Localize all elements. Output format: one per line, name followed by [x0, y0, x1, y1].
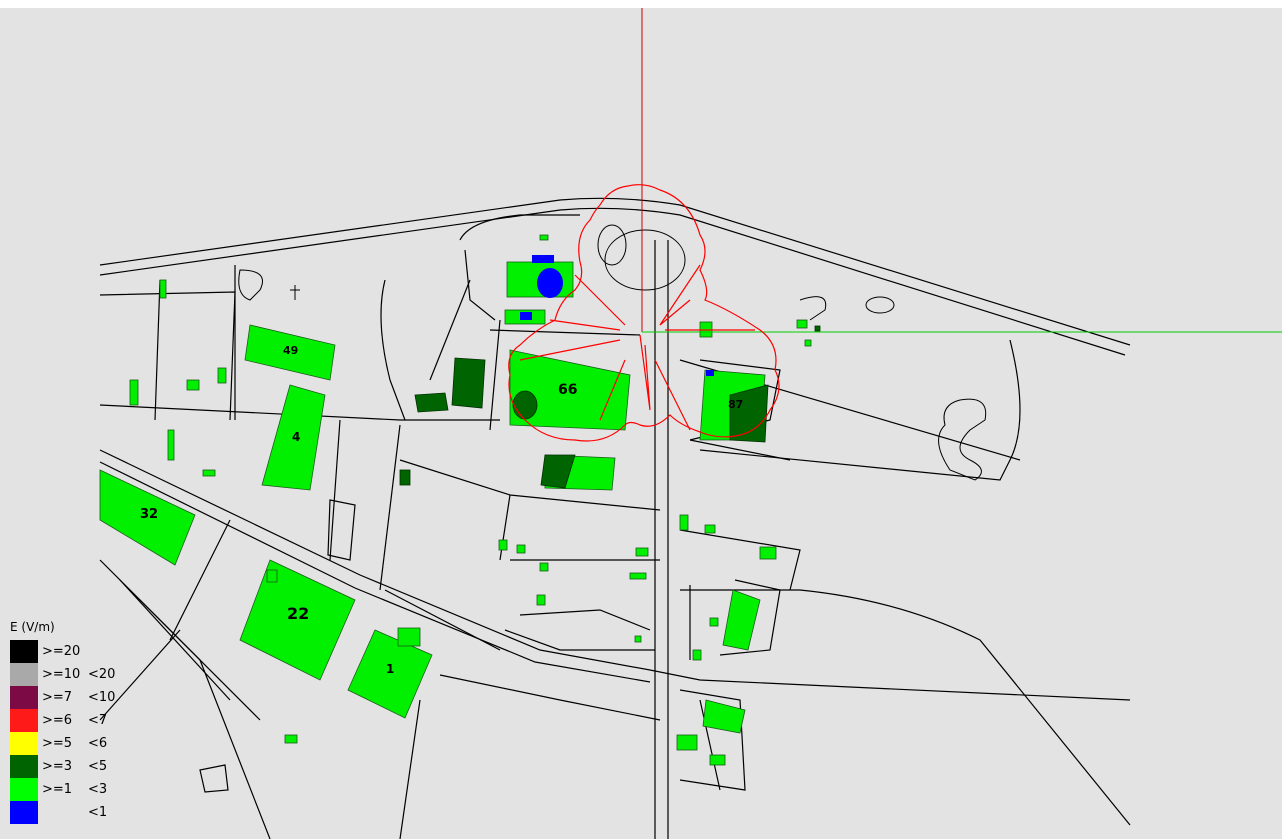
- legend-swatch: [10, 755, 38, 778]
- legend-swatch: [10, 663, 38, 686]
- building-label-1: 1: [386, 662, 394, 676]
- legend-high: <1: [88, 805, 108, 820]
- legend-row: >=7 <10: [10, 686, 150, 709]
- legend-high: <20: [88, 667, 116, 682]
- legend-high: <5: [88, 759, 108, 774]
- legend-rows: >=20 >=10 <20 >=7 <10 >=6 <7 >=5 <6 >=3 <5 >=…: [10, 640, 150, 824]
- legend-low: >=20: [42, 644, 81, 659]
- legend-row: >=5 <6: [10, 732, 150, 755]
- legend-swatch: [10, 778, 38, 801]
- field-contour: [508, 184, 780, 442]
- legend-low: >=6: [42, 713, 73, 728]
- legend-swatch: [10, 686, 38, 709]
- building-label-22: 22: [287, 604, 309, 623]
- legend-high: <6: [88, 736, 108, 751]
- building-label-87: 87: [728, 398, 743, 411]
- legend-swatch: [10, 640, 38, 663]
- building-label-49: 49: [283, 344, 298, 357]
- legend-low: >=1: [42, 782, 73, 797]
- legend-low: >=10: [42, 667, 81, 682]
- legend-low: >=5: [42, 736, 73, 751]
- building-labels: 49 4 32 22 1 66 87: [140, 344, 743, 676]
- legend-high: <10: [88, 690, 116, 705]
- building-label-4: 4: [292, 430, 300, 444]
- legend-low: >=7: [42, 690, 73, 705]
- building-label-32: 32: [140, 507, 158, 522]
- legend-row: >=1 <3: [10, 778, 150, 801]
- building-label-66: 66: [558, 382, 577, 398]
- buildings-dark-green: [399, 325, 821, 489]
- terrain-features: [238, 224, 987, 481]
- legend-low: >=3: [42, 759, 73, 774]
- legend-row: >=10 <20: [10, 663, 150, 686]
- legend: E (V/m) >=20 >=10 <20 >=7 <10 >=6 <7 >=5 <6 …: [10, 620, 150, 824]
- legend-row: >=6 <7: [10, 709, 150, 732]
- low-field-zones: [520, 255, 714, 376]
- legend-swatch: [10, 732, 38, 755]
- map-background: [0, 8, 1282, 839]
- legend-swatch: [10, 709, 38, 732]
- legend-high: <3: [88, 782, 108, 797]
- legend-row: >=3 <5: [10, 755, 150, 778]
- legend-high: <7: [88, 713, 108, 728]
- legend-swatch: [10, 801, 38, 824]
- legend-row: <1: [10, 801, 150, 824]
- legend-row: >=20: [10, 640, 150, 663]
- legend-title: E (V/m): [10, 620, 55, 634]
